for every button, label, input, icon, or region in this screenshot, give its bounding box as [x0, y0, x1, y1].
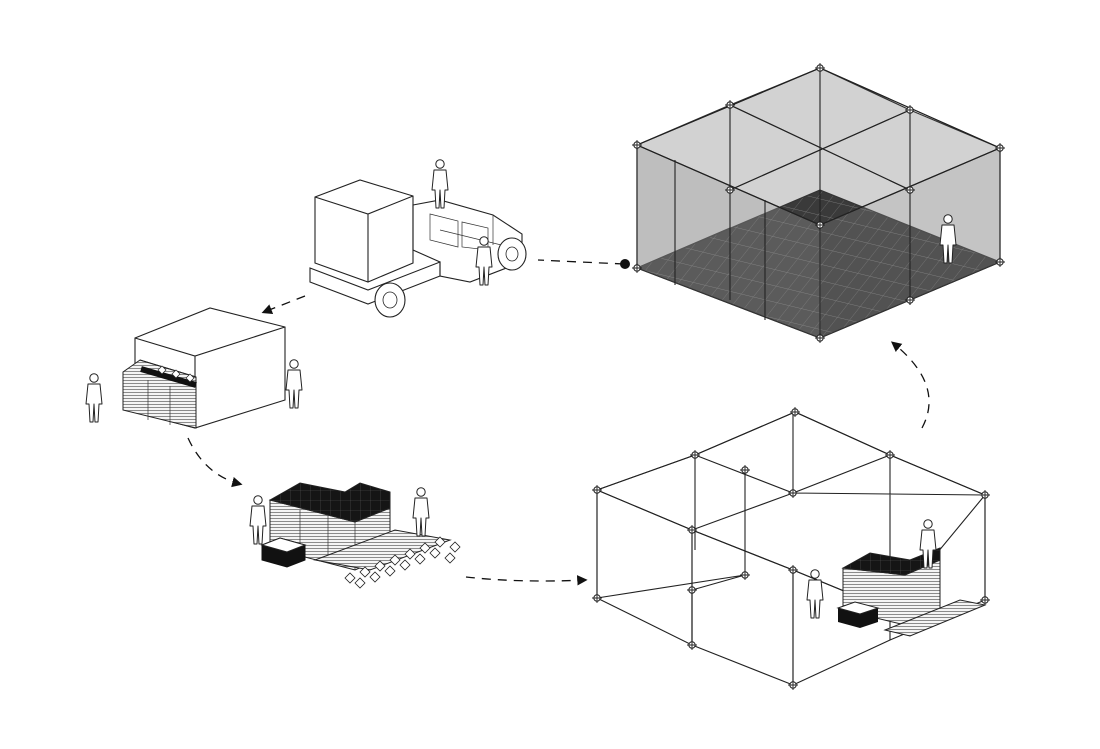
- arrow-pavilion-to-truck: [537, 259, 625, 265]
- arrow-truck-to-container: [261, 295, 306, 315]
- frame-assembly: [591, 406, 991, 691]
- arrow-start-dot: [620, 259, 630, 269]
- arrow-container-to-components: [187, 437, 243, 488]
- arrow-frame-to-pavilion: [890, 341, 930, 429]
- components-laid-out: [249, 482, 461, 589]
- person-figure: [412, 487, 430, 537]
- arrow-components-to-frame: [465, 575, 588, 586]
- person-figure: [249, 495, 267, 545]
- connector-nodes: [344, 536, 461, 589]
- flow-arrows: [187, 259, 930, 586]
- person-figure: [285, 359, 303, 409]
- person-figure: [475, 236, 493, 286]
- enclosed-pavilion: [631, 62, 1006, 344]
- person-figure: [85, 373, 103, 423]
- truck-delivery: [309, 159, 527, 318]
- container-unloading: [85, 307, 303, 429]
